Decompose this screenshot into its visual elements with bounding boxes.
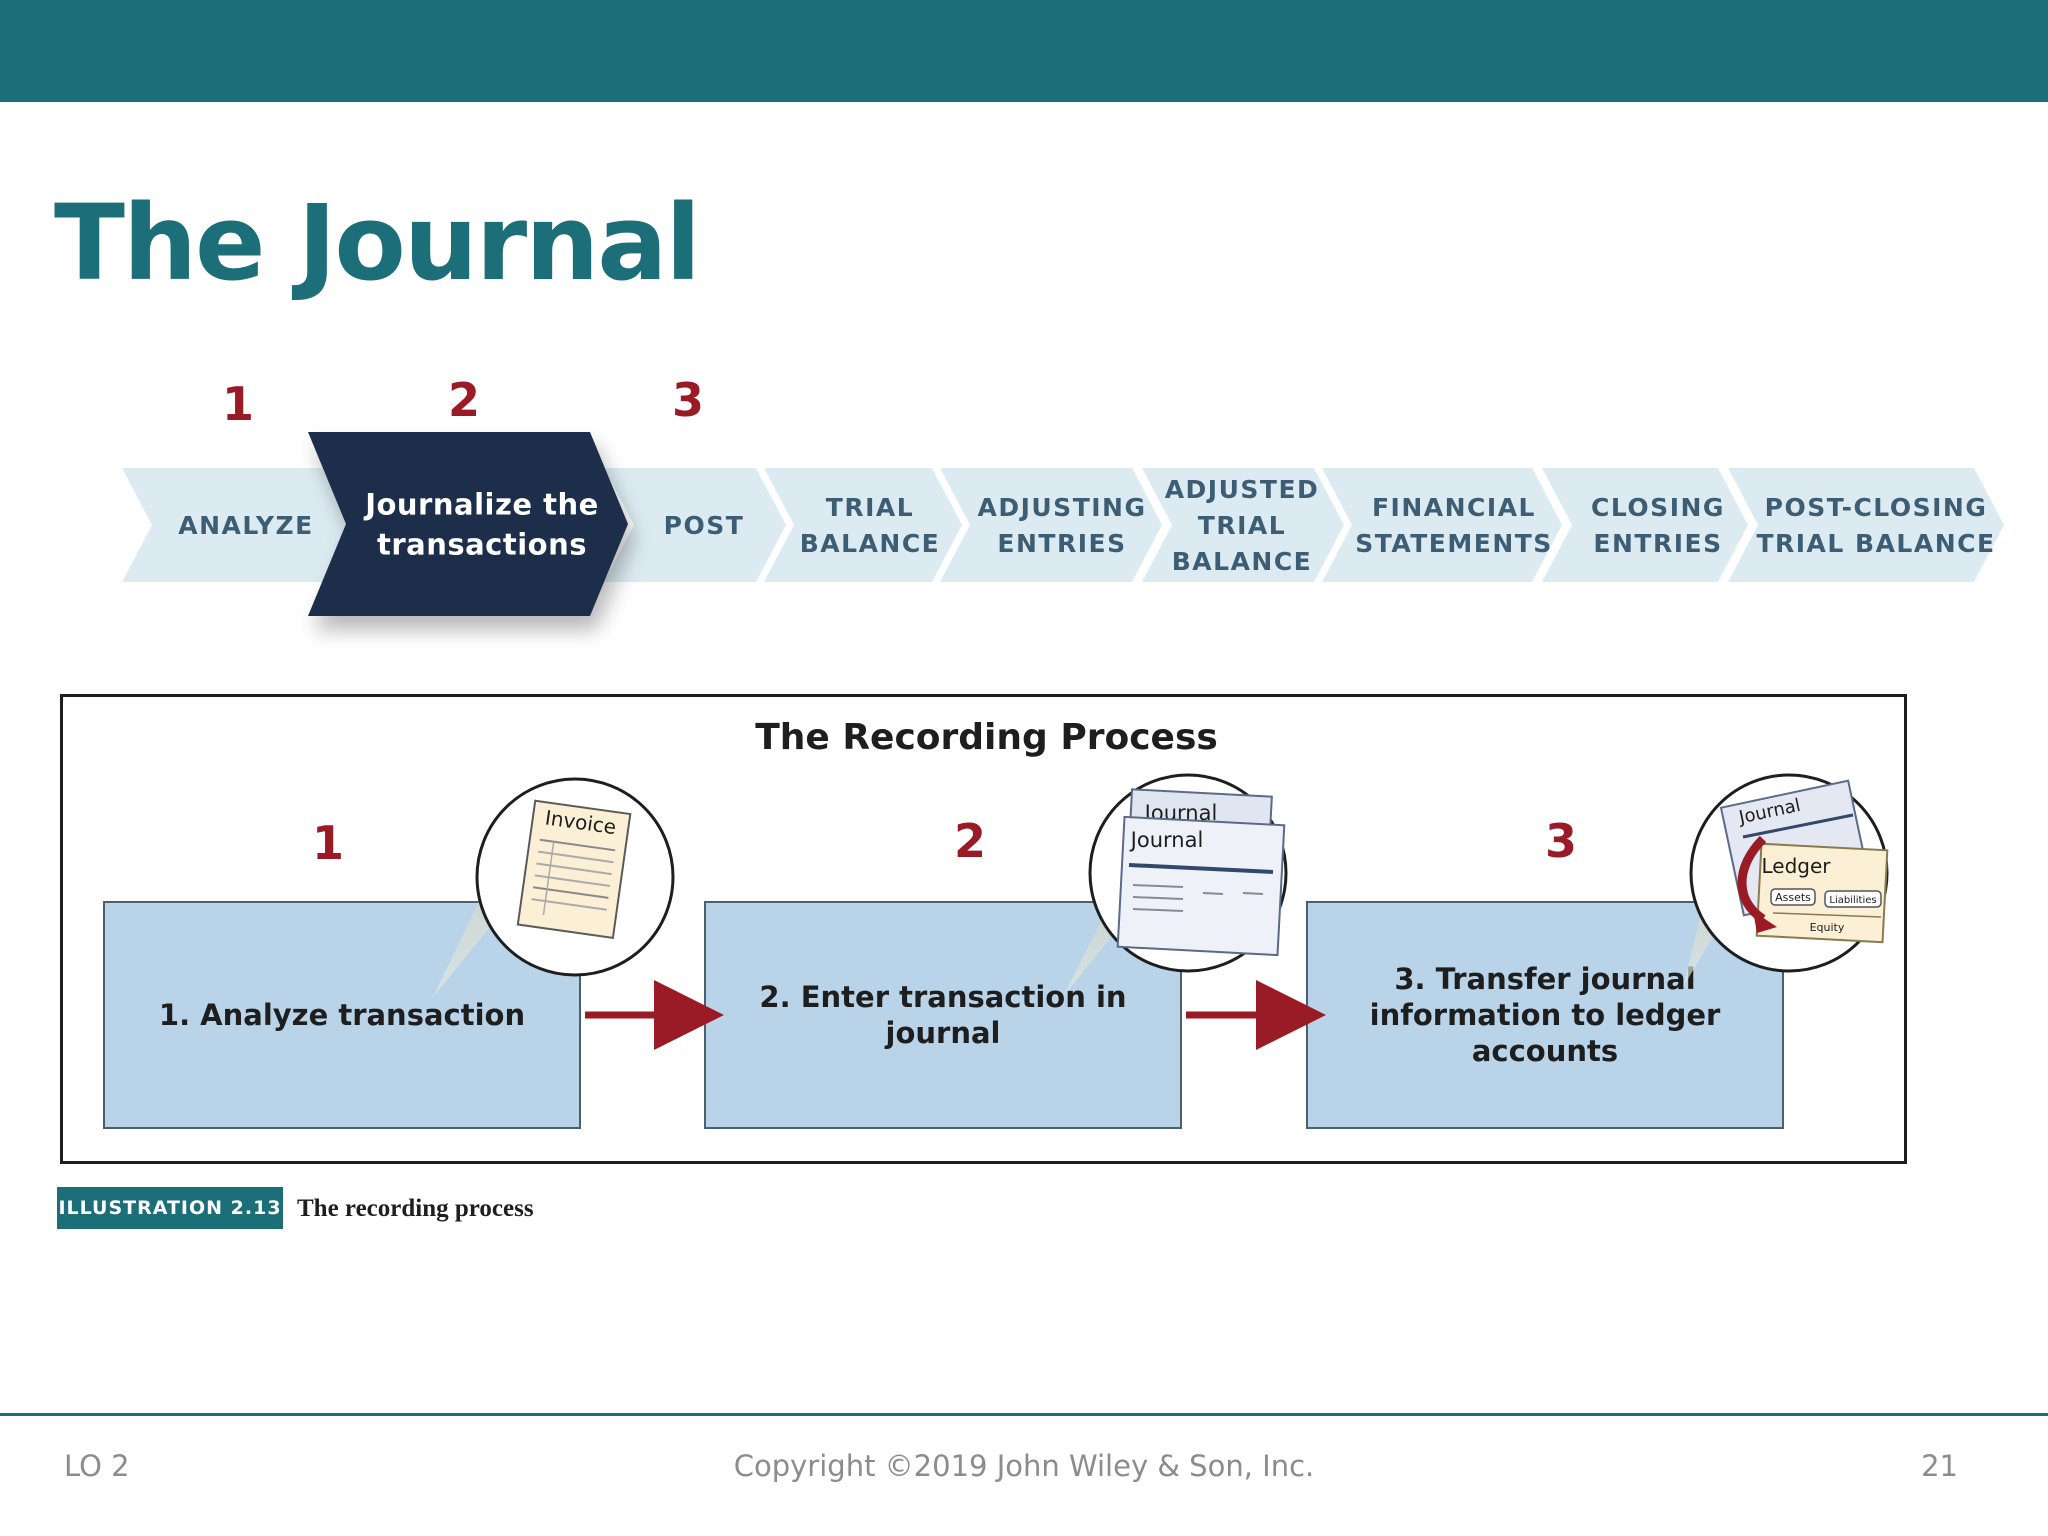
svg-text:Ledger: Ledger	[1761, 854, 1831, 878]
cycle-step-label-4: BALANCE	[800, 529, 941, 558]
cycle-step-label-6: BALANCE	[1172, 547, 1313, 576]
process-step-number-1: 1	[311, 816, 344, 870]
footer-divider	[0, 1413, 2048, 1416]
recording-process-title: The Recording Process	[755, 717, 1218, 758]
cycle-chevron-6	[1142, 468, 1344, 582]
cycle-chevron-8	[1542, 468, 1748, 582]
svg-text:Invoice: Invoice	[544, 805, 618, 839]
process-box-analyze: 1. Analyze transaction	[103, 901, 581, 1129]
cycle-chevron-2	[308, 432, 628, 616]
accounting-cycle-diagram: ANALYZE POST TRIAL BALANCE ADJUSTING ENTRIES A…	[122, 432, 2004, 616]
cycle-step-number-2: 2	[447, 373, 480, 427]
process-step-number-3: 3	[1544, 814, 1577, 868]
cycle-step-label-8: ENTRIES	[1593, 529, 1722, 558]
cycle-step-label-2: Journalize the	[363, 487, 599, 521]
svg-text:Journal: Journal	[1129, 828, 1204, 852]
cycle-chevron-4	[764, 468, 962, 582]
process-box-ledger: 3. Transfer journal information to ledge…	[1306, 901, 1784, 1129]
illustration-badge: ILLUSTRATION 2.13	[57, 1187, 283, 1229]
cycle-step-label-9: TRIAL BALANCE	[1756, 529, 1995, 558]
illustration-caption: The recording process	[297, 1195, 534, 1222]
cycle-chevron-7	[1322, 468, 1562, 582]
cycle-chevron-5	[940, 468, 1162, 582]
cycle-step-label-6: TRIAL	[1198, 511, 1286, 540]
footer-copyright: Copyright ©2019 John Wiley & Son, Inc.	[733, 1449, 1315, 1483]
cycle-step-label-6: ADJUSTED	[1165, 475, 1320, 504]
cycle-chevron-3	[604, 468, 786, 582]
cycle-step-label-3: POST	[664, 511, 745, 540]
recording-process-illustration: The Recording Process 1 2 3 1. Analyze t…	[60, 694, 1907, 1164]
cycle-step-label-1: ANALYZE	[178, 511, 313, 540]
cycle-chevron-1	[122, 468, 352, 582]
svg-text:Journal: Journal	[1143, 801, 1218, 825]
cycle-step-label-8: CLOSING	[1591, 493, 1725, 522]
footer-page-number: 21	[1921, 1449, 1958, 1483]
footer-learning-objective: LO 2	[64, 1449, 130, 1483]
svg-text:Liabilities: Liabilities	[1829, 895, 1876, 906]
svg-text:Equity: Equity	[1810, 921, 1845, 934]
slide-title: The Journal	[54, 182, 701, 304]
cycle-step-label-2: transactions	[377, 527, 587, 561]
process-step-number-2: 2	[953, 814, 986, 868]
cycle-chevron-9	[1728, 468, 2004, 582]
cycle-step-label-9: POST-CLOSING	[1765, 493, 1988, 522]
cycle-step-number-1: 1	[221, 377, 254, 431]
cycle-step-label-7: FINANCIAL	[1372, 493, 1536, 522]
cycle-step-number-3: 3	[671, 373, 704, 427]
cycle-step-label-5: ENTRIES	[997, 529, 1126, 558]
svg-text:Journal: Journal	[1736, 795, 1802, 829]
cycle-step-label-4: TRIAL	[826, 493, 914, 522]
cycle-step-label-5: ADJUSTING	[977, 493, 1146, 522]
cycle-step-label-7: STATEMENTS	[1355, 529, 1553, 558]
process-box-journal: 2. Enter transaction in journal	[704, 901, 1182, 1129]
top-banner	[0, 0, 2048, 102]
